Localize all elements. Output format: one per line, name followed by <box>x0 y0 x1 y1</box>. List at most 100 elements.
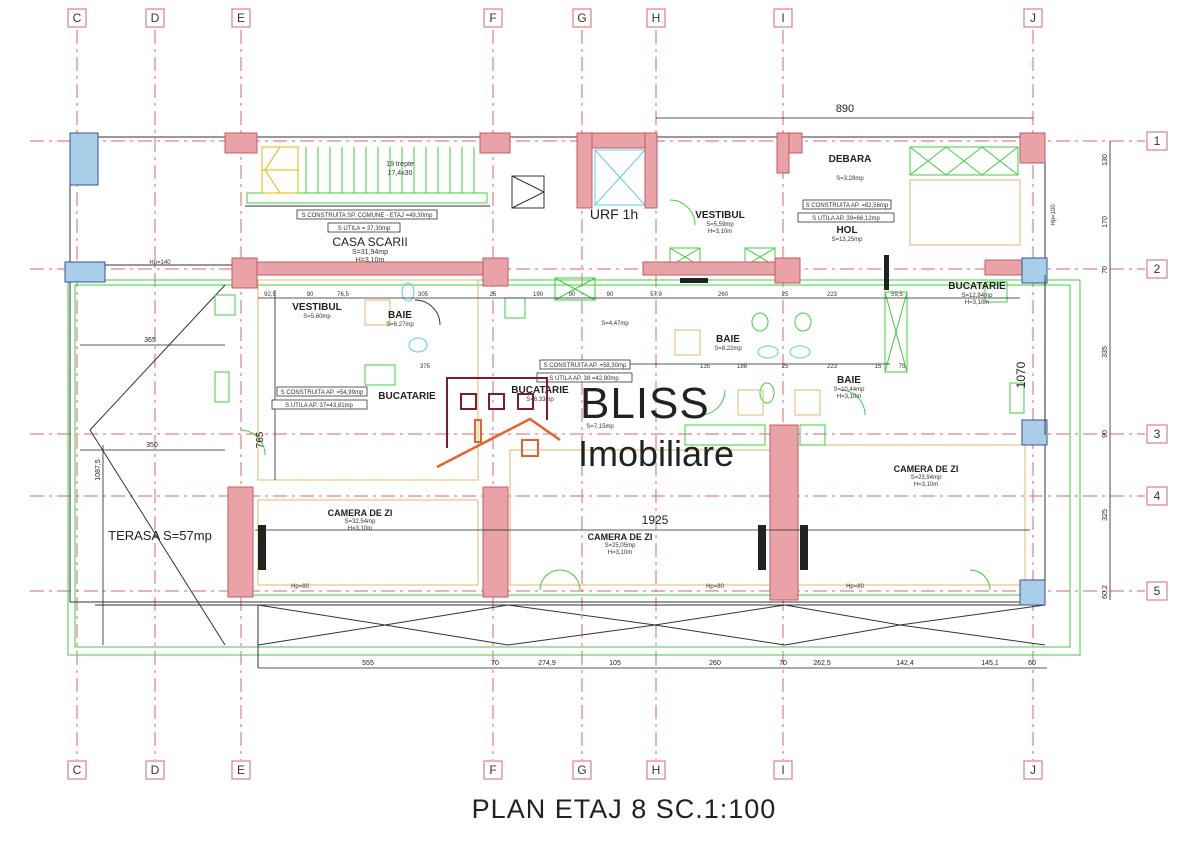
dim-bottom: 274,9 <box>538 660 556 667</box>
dim-inner: 260 <box>718 292 729 298</box>
room-vestibul: VESTIBUL <box>292 302 341 313</box>
apt-constr-area: S CONSTRUITA AP. =82,56mp <box>806 203 889 209</box>
dim-inner: 90 <box>607 292 614 298</box>
room-baie: BAIE <box>716 334 740 345</box>
room-labels: 19 trepte 17,4x30 S CONSTRUITA SP. COMUN… <box>108 154 1006 556</box>
plan-title: PLAN ETAJ 8 SC.1:100 <box>472 794 777 824</box>
dim-inner: 223 <box>827 364 838 370</box>
hp-label: Hp=140 <box>149 260 171 266</box>
axis-labels-right: 1 2 3 4 5 <box>1146 131 1168 601</box>
dim-terasa-v: 1087,5 <box>95 459 102 481</box>
room-area: S=25,05mp <box>605 543 637 549</box>
dim-inner: 76,5 <box>337 292 349 298</box>
apt-util-area: S UTILA AP. 38 =42,80mp <box>549 376 619 382</box>
dim-left: 765 <box>255 431 266 448</box>
staircase <box>246 146 546 209</box>
room-casa-scarii: CASA SCARII <box>332 235 407 249</box>
dim-inner: 57,9 <box>650 292 662 298</box>
axis-label: D <box>151 11 160 25</box>
terrace-outline <box>67 279 1081 668</box>
dim-top: 890 <box>836 103 854 115</box>
axis-label: D <box>151 763 160 777</box>
room-height: H=3,10m <box>965 300 990 306</box>
axis-label: H <box>652 763 661 777</box>
room-area: S=12,94mp <box>962 293 994 299</box>
room-area: S=23,94mp <box>911 475 943 481</box>
axis-label: E <box>237 11 245 25</box>
room-vestibul: VESTIBUL <box>695 210 744 221</box>
walls <box>64 132 1048 606</box>
axis-label: I <box>781 763 784 777</box>
axis-label: F <box>489 11 496 25</box>
stairs-label: 19 trepte <box>386 161 414 168</box>
room-debara: DEBARA <box>829 154 872 165</box>
elevator-shaft <box>594 149 646 206</box>
dim-terasa-h2: 350 <box>146 442 158 449</box>
dim-inner: 188 <box>737 364 748 370</box>
axis-label: 5 <box>1154 584 1161 598</box>
dim-bottom: 145,1 <box>981 660 999 667</box>
doors <box>239 199 991 591</box>
room-area: S=7,15mp <box>586 424 614 430</box>
terasa-label: TERASA S=57mp <box>108 528 212 543</box>
axis-labels-bottom: C D E F G H I J <box>67 760 1043 780</box>
apt-util-area: S UTILA AP. 37=43,81mp <box>285 403 353 409</box>
room-area: S=5,59mp <box>706 222 734 228</box>
dim-inner: 90 <box>569 292 576 298</box>
dim-inner: 92,5 <box>264 292 276 298</box>
room-height: H=3,10m <box>348 526 373 532</box>
room-camera-de-zi: CAMERA DE ZI <box>328 508 393 518</box>
axis-label: J <box>1030 11 1036 25</box>
apt-constr-area: S CONSTRUITA AP. =54,99mp <box>281 390 364 396</box>
dim-right: 335 <box>1102 346 1109 358</box>
dim-inner: 59,5 <box>891 292 903 298</box>
building-envelope <box>69 136 1046 603</box>
dim-right: 70 <box>1102 266 1109 274</box>
dim-mid: 1925 <box>642 513 669 527</box>
dim-inner: 375 <box>420 364 431 370</box>
logo-sub: Imobiliare <box>578 433 734 474</box>
dim-inner: 25 <box>782 364 789 370</box>
dim-bottom: 70 <box>491 660 499 667</box>
urf-label: URF 1h <box>590 206 638 222</box>
room-area: S=4,47mp <box>601 321 629 327</box>
room-area: S=8,22mp <box>714 346 742 352</box>
stair-util-area: S UTILA = 37,30mp <box>338 226 391 232</box>
dim-bottom: 555 <box>362 660 374 667</box>
room-height: H=3,10m <box>608 550 633 556</box>
room-area: S=32,54mp <box>345 519 377 525</box>
apt-util-area: S UTILA AP. 39=66,12mp <box>812 216 880 222</box>
room-area: S=13,25mp <box>832 237 864 243</box>
apt-constr-area: S CONSTRUITA AP. =58,30mp <box>544 363 627 369</box>
room-camera-de-zi: CAMERA DE ZI <box>894 464 959 474</box>
room-baie: BAIE <box>388 310 412 321</box>
room-bucatarie: BUCATARIE <box>511 385 569 396</box>
dim-right: 90 <box>1102 430 1109 438</box>
hp-label: Hp=80 <box>846 584 865 590</box>
hp-label: Hp=80 <box>291 584 310 590</box>
stair-common-area: S CONSTRUITA SP. COMUNE - ETAJ =49,30mp <box>302 213 434 219</box>
door-swing <box>414 299 441 326</box>
axis-labels-top: C D E F G H I J <box>67 8 1043 28</box>
dim-inner: 305 <box>418 292 429 298</box>
dim-right: 130 <box>1102 154 1109 166</box>
logo-brand: BLISS <box>580 379 710 428</box>
stairs-size: 17,4x30 <box>388 170 413 177</box>
axis-label: 1 <box>1154 134 1161 148</box>
room-height: H=3,10m <box>356 257 385 264</box>
dim-bottom: 105 <box>609 660 621 667</box>
axis-label: I <box>781 11 784 25</box>
dim-inner: 25 <box>782 292 789 298</box>
dim-right: 325 <box>1102 509 1109 521</box>
room-bucatarie: BUCATARIE <box>948 281 1006 292</box>
bliss-logo: BLISS Imobiliare <box>436 377 734 474</box>
dim-inner: 135 <box>700 364 711 370</box>
room-area: S=6,27mp <box>386 322 414 328</box>
axis-label: 4 <box>1154 489 1161 503</box>
dimension-labels: 890 1925 1070 765 1087,5 365 350 555 70 … <box>95 103 1109 667</box>
room-area: S=10,44mp <box>834 387 866 393</box>
room-area: S=31,94mp <box>352 249 388 256</box>
room-area: S=6,33mp <box>526 397 554 403</box>
axis-label: 2 <box>1154 262 1161 276</box>
